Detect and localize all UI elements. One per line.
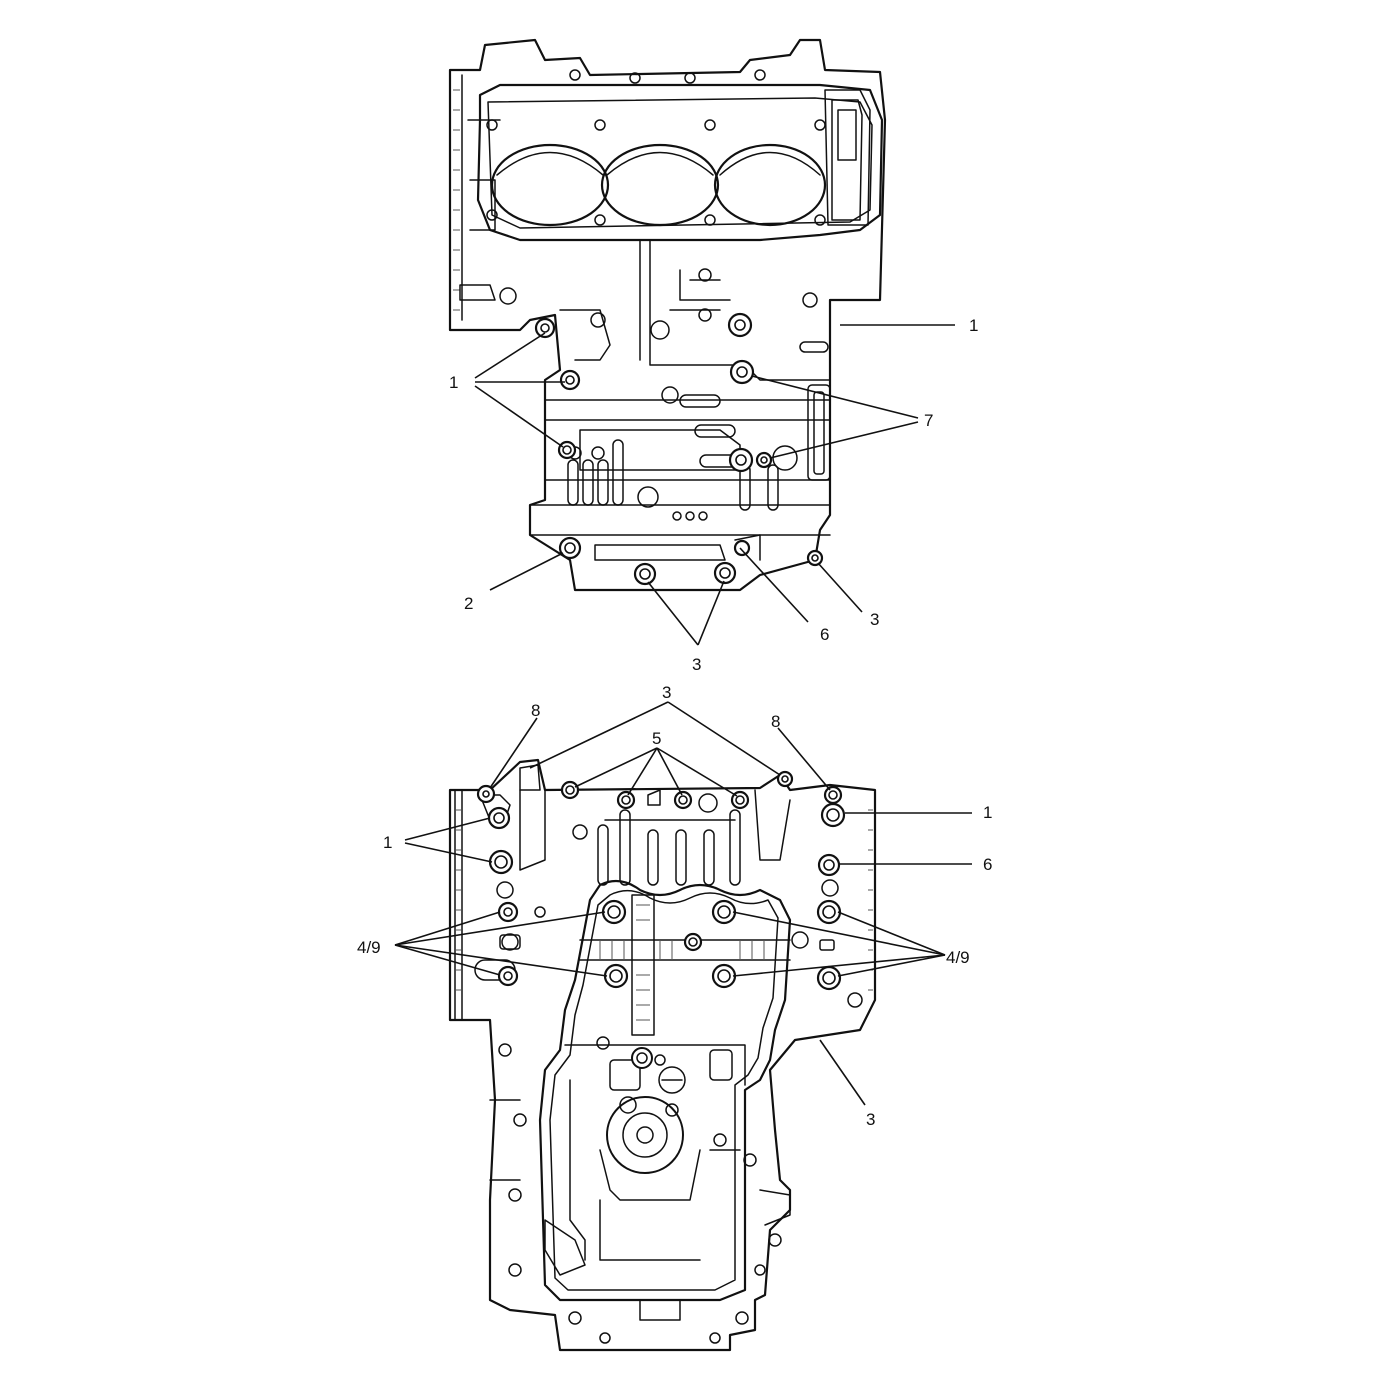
callout-upper-1-left: 1: [449, 373, 458, 392]
lower-crankcase: [448, 758, 877, 1352]
callout-upper-2: 2: [464, 594, 473, 613]
cylinder-deck: [476, 83, 884, 242]
callout-upper-6: 6: [820, 625, 829, 644]
upper-crankcase: [448, 38, 887, 592]
lower-bolts: [476, 770, 846, 991]
oil-pan-gasket-outline: [538, 879, 792, 1302]
lower-leader-lines: [394, 701, 972, 1106]
upper-crankcase-outline: [448, 38, 887, 592]
callout-lower-4-9-left: 4/9: [357, 938, 381, 957]
cam-chain-tunnel: [824, 89, 871, 226]
callout-lower-1-right: 1: [983, 803, 992, 822]
oil-pump-housing: [606, 1096, 684, 1174]
journal-teeth: [599, 940, 765, 960]
cylinder-bores: [486, 69, 827, 227]
callout-upper-1-right: 1: [969, 316, 978, 335]
callout-lower-8-right: 8: [771, 712, 780, 731]
callout-lower-3-top: 3: [662, 683, 671, 702]
callout-lower-8-left: 8: [531, 701, 540, 720]
callout-lower-4-9-right: 4/9: [946, 948, 970, 967]
callout-lower-6: 6: [983, 855, 992, 874]
callout-lower-5: 5: [652, 729, 661, 748]
lower-left-hatching: [456, 809, 873, 991]
left-side-hatching: [453, 89, 460, 311]
oil-level-window: [807, 384, 831, 481]
callout-lower-3-right: 3: [866, 1110, 875, 1129]
upper-bolts: [534, 312, 824, 586]
callout-lower-1-left: 1: [383, 833, 392, 852]
callout-upper-3-bottom: 3: [692, 655, 701, 674]
callout-upper-3-right: 3: [870, 610, 879, 629]
lower-crankcase-outline: [448, 758, 877, 1352]
callout-upper-7: 7: [924, 411, 933, 430]
upper-leader-lines: [474, 324, 955, 646]
